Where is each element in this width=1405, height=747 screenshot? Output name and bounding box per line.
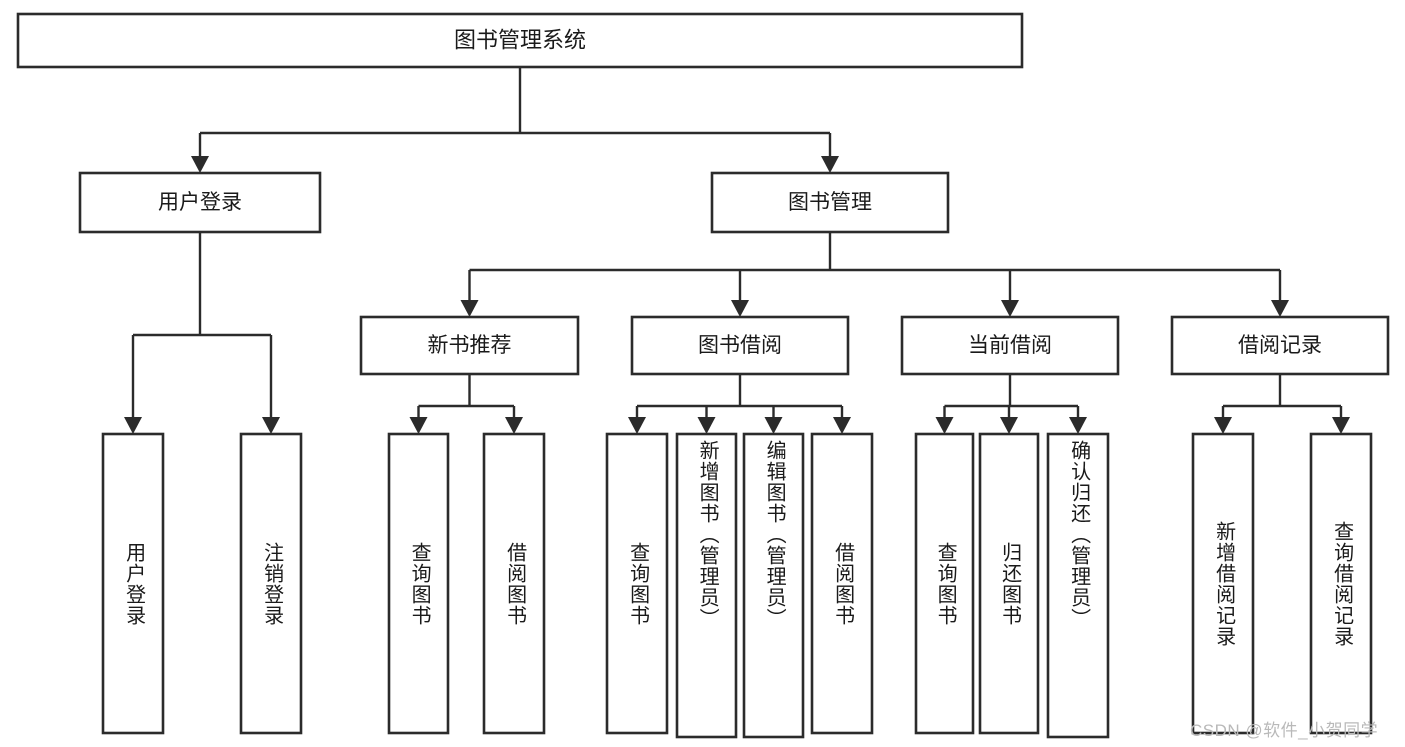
node-box xyxy=(900,315,1120,376)
node-leaf-user-login[interactable] xyxy=(101,432,165,735)
node-box xyxy=(1309,432,1373,735)
node-box xyxy=(359,315,580,376)
node-current-borrow[interactable]: 当前借阅 xyxy=(900,315,1120,376)
arrow-head-icon xyxy=(1000,417,1018,434)
node-leaf-return-book[interactable] xyxy=(978,432,1040,735)
node-box xyxy=(630,315,850,376)
arrow-head-icon xyxy=(628,417,646,434)
arrow-head-icon xyxy=(935,417,954,434)
node-box xyxy=(675,432,738,739)
arrow-head-icon xyxy=(833,417,851,434)
arrow-head-icon xyxy=(1214,417,1232,434)
node-leaf-add-borrow-record[interactable] xyxy=(1191,432,1255,735)
node-label: 借阅记录 xyxy=(1238,334,1322,357)
node-box xyxy=(239,432,303,735)
node-box xyxy=(78,171,322,234)
arrow-head-icon xyxy=(262,417,280,434)
node-leaf-borrow-book-1[interactable] xyxy=(482,432,546,735)
node-leaf-user-logout[interactable] xyxy=(239,432,303,735)
node-box xyxy=(978,432,1040,735)
node-box xyxy=(1170,315,1390,376)
node-box xyxy=(605,432,669,735)
node-label: 图书借阅 xyxy=(698,334,782,357)
arrow-head-icon xyxy=(409,417,428,434)
node-leaf-confirm-return-admin[interactable] xyxy=(1046,432,1110,739)
arrow-head-icon xyxy=(697,417,716,434)
node-box xyxy=(101,432,165,735)
node-box xyxy=(482,432,546,735)
node-new-book-recommend[interactable]: 新书推荐 xyxy=(359,315,580,376)
arrow-head-icon xyxy=(1271,300,1289,317)
node-box xyxy=(1191,432,1255,735)
arrow-head-icon xyxy=(731,300,749,317)
arrow-head-icon xyxy=(821,156,839,173)
node-root[interactable]: 图书管理系统 xyxy=(16,12,1024,69)
arrow-head-icon xyxy=(1001,300,1019,317)
node-box xyxy=(710,171,950,234)
watermark-text: CSDN @软件_小贺同学 xyxy=(1190,721,1379,740)
node-label: 新书推荐 xyxy=(428,334,512,357)
node-box xyxy=(810,432,874,735)
node-leaf-add-book-admin[interactable] xyxy=(675,432,738,739)
node-label: 图书管理系统 xyxy=(454,27,586,52)
node-box xyxy=(387,432,450,735)
connector-layer xyxy=(124,67,1350,434)
arrow-head-icon xyxy=(505,417,523,434)
arrow-head-icon xyxy=(1069,417,1087,434)
node-label: 当前借阅 xyxy=(968,334,1052,357)
node-book-manage[interactable]: 图书管理 xyxy=(710,171,950,234)
node-leaf-query-book-1[interactable] xyxy=(387,432,450,735)
arrow-head-icon xyxy=(1332,417,1350,434)
node-leaf-borrow-book-2[interactable] xyxy=(810,432,874,735)
node-user-login[interactable]: 用户登录 xyxy=(78,171,322,234)
node-box xyxy=(16,12,1024,69)
node-label: 用户登录 xyxy=(158,191,242,214)
node-book-borrow[interactable]: 图书借阅 xyxy=(630,315,850,376)
arrow-head-icon xyxy=(460,300,479,317)
arrow-head-icon xyxy=(124,417,142,434)
node-leaf-query-book-2[interactable] xyxy=(605,432,669,735)
node-leaf-query-borrow-record[interactable] xyxy=(1309,432,1373,735)
node-box xyxy=(914,432,975,735)
arrow-head-icon xyxy=(764,417,783,434)
node-borrow-record[interactable]: 借阅记录 xyxy=(1170,315,1390,376)
node-box xyxy=(742,432,805,739)
node-leaf-query-book-3[interactable] xyxy=(914,432,975,735)
node-leaf-edit-book-admin[interactable] xyxy=(742,432,805,739)
arrow-head-icon xyxy=(191,156,209,173)
node-box xyxy=(1046,432,1110,739)
node-label: 图书管理 xyxy=(788,191,872,214)
